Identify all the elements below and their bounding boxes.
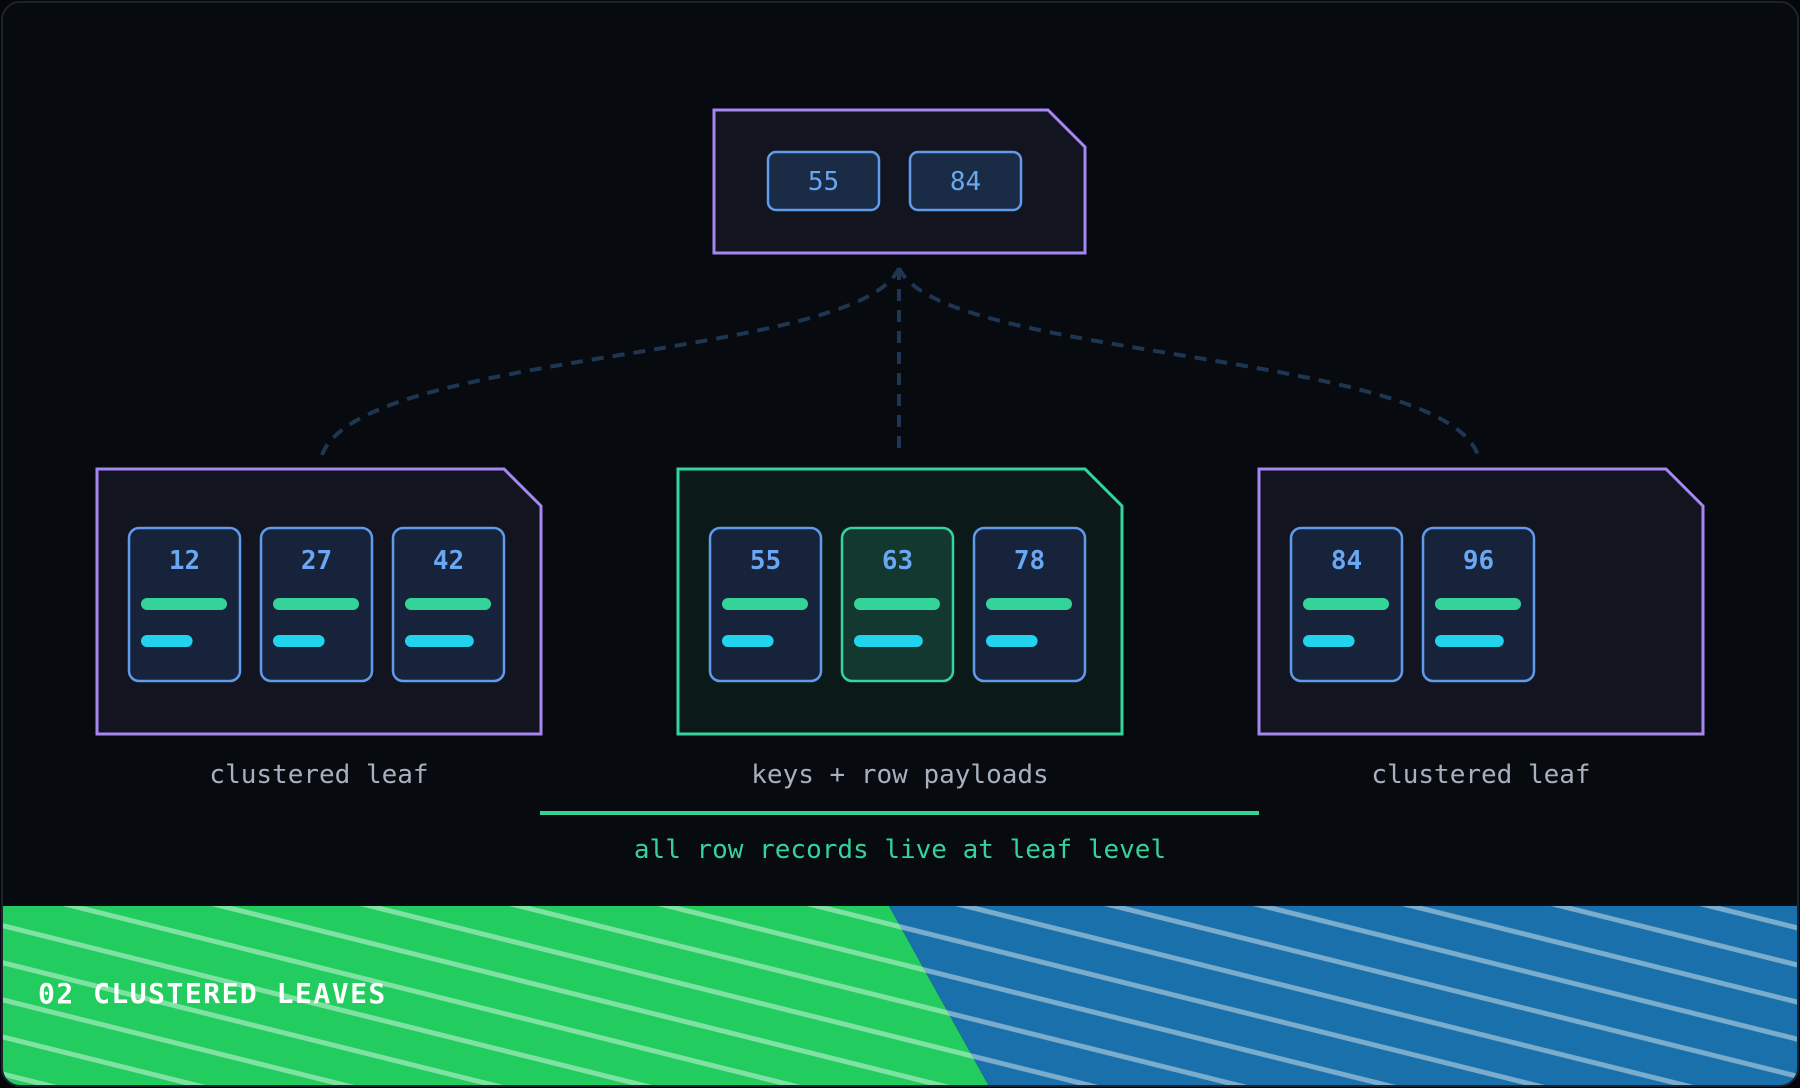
banner-stripes (2, 906, 1798, 1086)
leaf-node: 12 27 42 clustered leaf (95, 467, 543, 790)
record-key-label: 27 (301, 546, 332, 576)
record-key-label: 42 (433, 546, 464, 576)
root-key-label: 84 (950, 167, 981, 197)
record-meta-bar (405, 635, 474, 647)
leaf-level-annotation: all row records live at leaf level (634, 835, 1166, 865)
record-payload-bar (986, 598, 1072, 610)
record-key-label: 63 (882, 546, 913, 576)
record-meta-bar (1303, 635, 1355, 647)
leaf-caption: clustered leaf (209, 760, 428, 790)
record-meta-bar (273, 635, 325, 647)
leaf-node: 84 96 clustered leaf (1257, 467, 1705, 790)
record-payload-bar (854, 598, 940, 610)
record-key-label: 12 (169, 546, 200, 576)
record-meta-bar (986, 635, 1038, 647)
leaf-record: 55 (708, 526, 823, 683)
record-meta-bar (854, 635, 923, 647)
leaf-record: 78 (972, 526, 1087, 683)
leaf-node: 55 63 78 keys + row payloads (676, 467, 1124, 790)
root-node-outline (712, 108, 1087, 255)
leaf-record: 96 (1421, 526, 1536, 683)
record-payload-bar (405, 598, 491, 610)
record-key-label: 55 (750, 546, 781, 576)
root-key: 55 (766, 150, 881, 212)
leaf-record: 63 (840, 526, 955, 683)
record-payload-bar (141, 598, 227, 610)
root-node: 55 84 (712, 108, 1087, 255)
leaf-record: 42 (391, 526, 506, 683)
leaf-record: 27 (259, 526, 374, 683)
record-payload-bar (273, 598, 359, 610)
root-key-label: 55 (808, 167, 839, 197)
tree-edges (320, 267, 1480, 456)
leaf-caption: clustered leaf (1371, 760, 1590, 790)
record-payload-bar (1303, 598, 1389, 610)
root-key: 84 (908, 150, 1023, 212)
leaf-level: 12 27 42 clustered leaf 55 63 78 keys + row pay… (95, 467, 1705, 790)
record-key-label: 78 (1014, 546, 1045, 576)
root-key-box (766, 150, 881, 212)
leaf-record: 84 (1289, 526, 1404, 683)
root-key-box (908, 150, 1023, 212)
banner-title: 02 CLUSTERED LEAVES (38, 977, 387, 1010)
record-payload-bar (722, 598, 808, 610)
record-key-label: 84 (1331, 546, 1362, 576)
record-meta-bar (141, 635, 193, 647)
leaf-caption: keys + row payloads (751, 760, 1048, 790)
record-payload-bar (1435, 598, 1521, 610)
record-key-label: 96 (1463, 546, 1494, 576)
record-meta-bar (722, 635, 774, 647)
leaf-record: 12 (127, 526, 242, 683)
footer-banner: 02 CLUSTERED LEAVES (2, 904, 1798, 1086)
record-meta-bar (1435, 635, 1504, 647)
root-keys: 55 84 (766, 150, 1023, 212)
